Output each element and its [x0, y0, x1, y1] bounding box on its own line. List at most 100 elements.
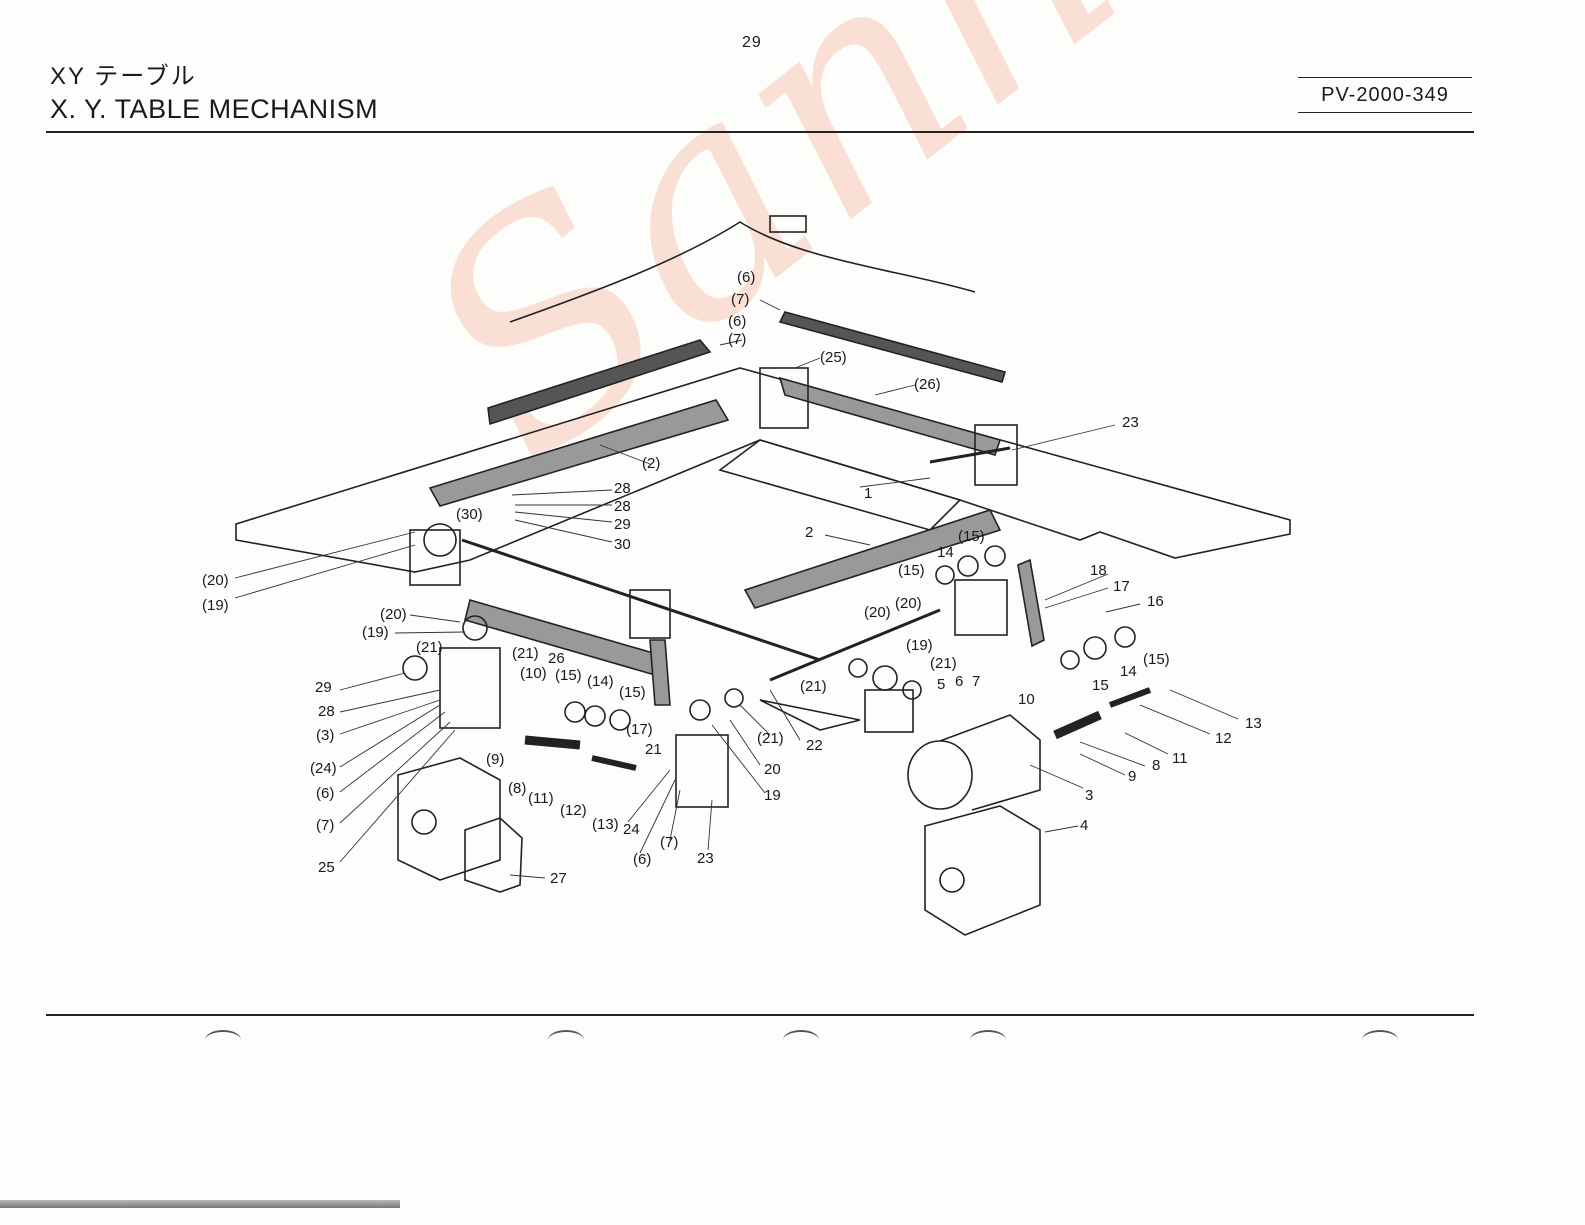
- callout: (20): [202, 572, 229, 589]
- callout: (7): [316, 817, 334, 834]
- sensor-cable: [509, 221, 976, 323]
- callout: (21): [800, 678, 827, 695]
- table-plate: [235, 367, 1291, 573]
- callout: 28: [318, 703, 335, 720]
- callout: 14: [937, 544, 954, 561]
- belt-upper: [428, 399, 730, 507]
- callout: 5: [937, 676, 945, 693]
- callout: (15): [619, 684, 646, 701]
- callout: (19): [362, 624, 389, 641]
- callout: 28: [614, 498, 631, 515]
- callout: (15): [555, 667, 582, 684]
- callout: (15): [898, 562, 925, 579]
- callout: 22: [806, 737, 823, 754]
- callout: 2: [805, 524, 813, 541]
- callout: 6: [955, 673, 963, 690]
- callout: 17: [1113, 578, 1130, 595]
- callout: 8: [1152, 757, 1160, 774]
- callout: (20): [864, 604, 891, 621]
- callout: (7): [660, 834, 678, 851]
- callout: 21: [645, 741, 662, 758]
- callout: (3): [316, 727, 334, 744]
- binder-holes: [0, 1030, 1585, 1060]
- callout: 29: [315, 679, 332, 696]
- callout: (20): [380, 606, 407, 623]
- callout: (6): [728, 313, 746, 330]
- callout: (19): [906, 637, 933, 654]
- shaft-23: [929, 446, 1011, 464]
- page-title: X. Y. TABLE MECHANISM: [50, 94, 379, 124]
- callout: (8): [508, 780, 526, 797]
- callout: (15): [958, 528, 985, 545]
- callout: 11: [1172, 750, 1188, 767]
- shaft-main: [461, 538, 821, 662]
- shaft-22: [769, 608, 941, 682]
- callout: (9): [486, 751, 504, 768]
- callout: (26): [914, 376, 941, 393]
- callout: 4: [1080, 817, 1088, 834]
- motor-bracket-27: [397, 757, 501, 881]
- footer-rule: [46, 1014, 1474, 1016]
- callout: 7: [972, 673, 980, 690]
- callout: (14): [587, 673, 614, 690]
- callout: 20: [764, 761, 781, 778]
- callout: (7): [728, 331, 746, 348]
- callout: 19: [764, 787, 781, 804]
- callout: (6): [633, 851, 651, 868]
- callout: 14: [1120, 663, 1137, 680]
- callout: (19): [202, 597, 229, 614]
- callout: 15: [1092, 677, 1109, 694]
- callout: (30): [456, 506, 483, 523]
- callout: (7): [731, 291, 749, 308]
- callout: (13): [592, 816, 619, 833]
- callout: (6): [316, 785, 334, 802]
- sensor-rail-left: [487, 339, 712, 426]
- callout: 3: [1085, 787, 1093, 804]
- callout: (21): [512, 645, 539, 662]
- bracket-25: [759, 367, 809, 429]
- callout: 23: [1122, 414, 1139, 431]
- title-japanese: XY テーブル: [50, 63, 197, 90]
- callout: 30: [614, 536, 631, 553]
- belt-mid: [743, 509, 1002, 609]
- callout: (21): [757, 730, 784, 747]
- callout: (12): [560, 802, 587, 819]
- callout: 1: [864, 485, 872, 502]
- binder-hole: [1362, 1030, 1398, 1050]
- callout: (11): [528, 790, 554, 807]
- callout: 29: [614, 516, 631, 533]
- belt-vertical: [1017, 558, 1045, 648]
- callout: 12: [1215, 730, 1232, 747]
- callout: 10: [1018, 691, 1035, 708]
- binder-hole: [970, 1030, 1006, 1050]
- callout: 26: [548, 650, 565, 667]
- binder-hole: [548, 1030, 584, 1050]
- callout: (2): [642, 455, 660, 472]
- callout: (17): [626, 721, 653, 738]
- callout: (25): [820, 349, 847, 366]
- callout: 24: [623, 821, 640, 838]
- callout: 13: [1245, 715, 1262, 732]
- belt-right-top: [778, 376, 1002, 456]
- callout: 27: [550, 870, 567, 887]
- callout: 9: [1128, 768, 1136, 785]
- scan-edge: [0, 1200, 400, 1208]
- callout: (24): [310, 760, 337, 777]
- binder-hole: [783, 1030, 819, 1050]
- callout: 23: [697, 850, 714, 867]
- callout: (10): [520, 665, 547, 682]
- callout: (6): [737, 269, 755, 286]
- document-code: PV-2000-349: [1298, 77, 1472, 113]
- motor-bracket-4: [924, 805, 1041, 936]
- callout: (21): [930, 655, 957, 672]
- header-rule: [46, 131, 1474, 133]
- callout: 16: [1147, 593, 1164, 610]
- sensor-rail-right: [778, 311, 1007, 383]
- callout: 18: [1090, 562, 1107, 579]
- page-number: 29: [742, 34, 762, 51]
- callout: 28: [614, 480, 631, 497]
- stepper-motor: [907, 740, 973, 810]
- callout: (21): [416, 639, 443, 656]
- binder-hole: [205, 1030, 241, 1050]
